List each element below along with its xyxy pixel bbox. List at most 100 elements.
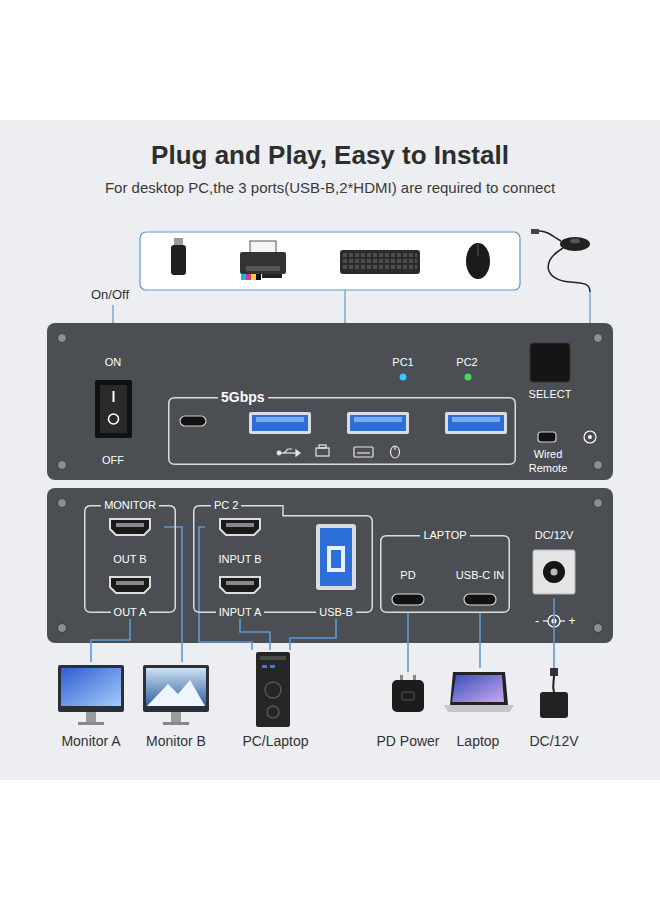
cable-line xyxy=(91,619,130,662)
rocker-switch xyxy=(95,380,132,438)
printer-icon xyxy=(246,274,251,280)
remote-port: Wired Remote xyxy=(522,429,574,475)
dc-jack xyxy=(533,550,575,594)
port-icon xyxy=(280,452,296,453)
remote-icon xyxy=(570,239,580,244)
laptop-icon xyxy=(444,705,514,712)
monitor-icon xyxy=(147,680,205,706)
group-heading: PC 2 xyxy=(211,498,241,512)
dc-jack xyxy=(543,561,565,583)
port-icon xyxy=(277,445,399,458)
computer-tower xyxy=(256,652,290,727)
front-panel xyxy=(594,461,603,470)
usb-b-port xyxy=(320,528,352,586)
printer-icon xyxy=(262,274,282,278)
printer-icon xyxy=(256,274,261,280)
cable-line xyxy=(290,619,336,650)
printer-icon xyxy=(251,274,256,280)
laptop: Laptop xyxy=(443,668,513,750)
led-label: PC1 xyxy=(392,355,413,370)
computer-tower xyxy=(260,656,286,660)
monitor-icon xyxy=(163,722,189,725)
device-label: Monitor B xyxy=(146,733,206,750)
usb-a-port xyxy=(256,417,304,422)
usb-port-group: 5Gbps xyxy=(168,397,516,465)
monitor-icon xyxy=(58,665,209,725)
status-led xyxy=(465,374,472,381)
usb-stick-icon xyxy=(174,238,183,246)
computer-tower xyxy=(262,665,267,668)
computer: PC/Laptop xyxy=(238,650,313,750)
laptop-icon xyxy=(452,675,504,702)
usb-b-port xyxy=(331,550,341,568)
back-panel xyxy=(594,499,603,508)
usb-a-port xyxy=(350,415,406,431)
keyboard-icon xyxy=(340,250,420,274)
port-icon xyxy=(391,446,400,458)
usb-a-port xyxy=(249,412,311,434)
rocker-switch xyxy=(100,385,127,433)
hdmi-port xyxy=(110,519,150,535)
group-outline xyxy=(169,398,516,465)
usb-c-port xyxy=(180,416,206,426)
port-icon xyxy=(296,450,300,456)
hdmi-port xyxy=(226,523,254,527)
hdmi-port xyxy=(116,523,144,527)
computer-tower xyxy=(267,706,279,718)
monitor-icon xyxy=(171,712,181,722)
cable-line xyxy=(407,612,409,672)
charger-icon xyxy=(392,675,424,712)
usb-c-port xyxy=(392,594,496,605)
front-panel xyxy=(47,323,613,480)
device-label: PD Power xyxy=(376,733,439,750)
monitor-icon xyxy=(86,712,96,722)
polarity-sign: + xyxy=(568,613,575,629)
port-group: LAPTOPPDUSB-C IN xyxy=(380,535,510,613)
port-group: PC 2INPUT BINPUT AUSB-B xyxy=(193,505,373,613)
cable-line xyxy=(164,527,182,662)
port-icon xyxy=(357,452,370,453)
subtitle: For desktop PC,the 3 ports(USB-B,2*HDMI)… xyxy=(105,178,555,197)
usb-c-port: PD xyxy=(388,568,428,612)
laptop-icon xyxy=(444,672,514,712)
group-heading: 5Gbps xyxy=(218,389,268,406)
usb-b-port xyxy=(316,524,356,590)
computer-tower xyxy=(270,665,275,668)
remote-port xyxy=(538,432,556,442)
computer-tower xyxy=(256,652,290,727)
printer-icon xyxy=(241,274,246,280)
usb-a-port xyxy=(354,417,402,422)
hdmi-port xyxy=(226,581,254,585)
laptop-icon xyxy=(450,672,508,705)
usb-stick-icon xyxy=(171,245,186,275)
printer-icon xyxy=(246,266,280,271)
usb-c-port xyxy=(180,416,206,426)
power-adapter-icon xyxy=(550,668,558,676)
select-button: SELECT xyxy=(520,343,580,401)
device-label: Monitor A xyxy=(61,733,120,750)
port-icon xyxy=(394,446,395,450)
hdmi-port: INPUT B xyxy=(205,516,275,566)
peripheral-box xyxy=(140,232,520,290)
power-adapter: DC/12V xyxy=(525,668,583,750)
monitor-icon xyxy=(78,722,104,725)
hdmi-port: INPUT A xyxy=(205,573,275,619)
monitor: Monitor A xyxy=(55,662,127,750)
mouse-icon xyxy=(478,244,479,256)
hdmi-port xyxy=(220,577,260,593)
port-label: ON xyxy=(105,355,122,369)
port-label: OUT A xyxy=(111,605,150,619)
rocker-switch xyxy=(109,414,119,424)
printer-icon xyxy=(250,241,276,253)
select-button xyxy=(530,343,570,382)
usb-b-port xyxy=(316,524,356,590)
usb-a-port xyxy=(252,415,308,431)
port-icon xyxy=(316,448,329,456)
monitor-icon xyxy=(146,668,206,706)
back-panel xyxy=(47,488,613,643)
device-label: DC/12V xyxy=(529,733,578,750)
front-panel xyxy=(58,461,67,470)
power-adapter-icon xyxy=(552,676,555,692)
background xyxy=(0,120,660,780)
